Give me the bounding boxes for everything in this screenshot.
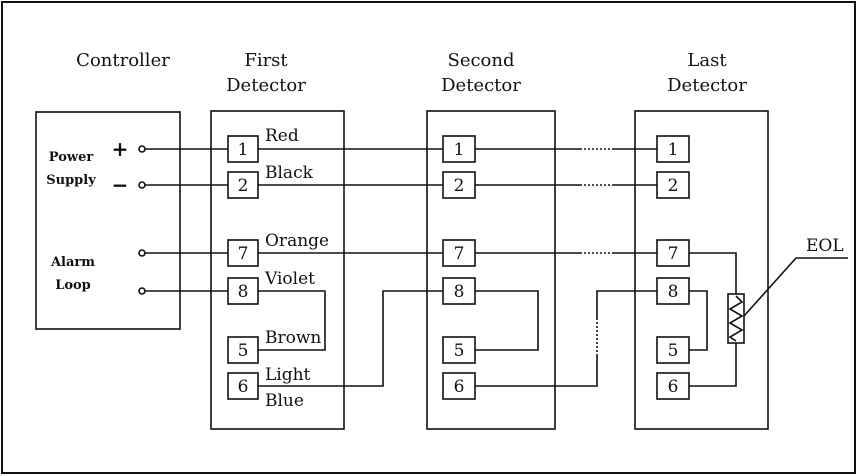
svg-text:2: 2 (668, 176, 679, 196)
alarm-orange-terminal (138, 249, 146, 257)
brown-wire-label: Brown (265, 328, 321, 348)
eol-resistor-icon (727, 293, 745, 344)
svg-text:7: 7 (238, 244, 249, 264)
svg-text:1: 1 (238, 140, 249, 160)
svg-text:1: 1 (668, 140, 679, 160)
power-minus-terminal (138, 181, 146, 189)
last-terminal-8: 8 (656, 277, 690, 305)
first-terminal-1: 1 (227, 135, 259, 163)
light-blue-wire (258, 290, 443, 387)
orange-wire-label: Orange (265, 231, 329, 251)
light-blue-label-line1: Light (265, 365, 311, 385)
power-supply-label-line2: Supply (46, 173, 96, 188)
minus-sign: − (112, 173, 129, 197)
last-terminal-5: 5 (656, 336, 690, 364)
second-terminal-6: 6 (442, 372, 476, 400)
alarm-loop-label-line1: Alarm (50, 255, 95, 270)
last-detector-box (634, 110, 769, 430)
second-detector-heading-line1: Second (447, 50, 514, 71)
loop-to-last-wire (596, 290, 657, 318)
controller-heading: Controller (76, 50, 170, 71)
first-terminal-8: 8 (227, 277, 259, 305)
svg-text:5: 5 (238, 341, 249, 361)
first-detector-heading-line1: First (244, 50, 288, 71)
svg-text:8: 8 (238, 282, 249, 302)
svg-text:6: 6 (668, 377, 679, 397)
violet-wire-label: Violet (264, 269, 315, 289)
second-terminal-2: 2 (442, 171, 476, 199)
eol-bottom-wire (689, 343, 737, 387)
svg-text:6: 6 (454, 377, 465, 397)
last-terminal-6: 6 (656, 372, 690, 400)
second-out-wire (475, 356, 598, 387)
last-detector-heading-line2: Detector (667, 75, 747, 96)
second-detector-heading-line2: Detector (441, 75, 521, 96)
red-wire-label: Red (265, 126, 299, 146)
second-terminal-5: 5 (442, 336, 476, 364)
svg-text:6: 6 (238, 377, 249, 397)
alarm-loop-label-line2: Loop (55, 278, 91, 293)
last-jumper (689, 290, 708, 351)
second-terminal-7: 7 (442, 239, 476, 267)
light-blue-label-line2: Blue (265, 391, 304, 411)
eol-label: EOL (806, 236, 844, 256)
second-jumper (475, 290, 539, 351)
power-plus-terminal (138, 145, 146, 153)
second-terminal-1: 1 (442, 135, 476, 163)
svg-text:7: 7 (668, 244, 679, 264)
last-detector-heading-line1: Last (687, 50, 727, 71)
last-terminal-2: 2 (656, 171, 690, 199)
svg-text:5: 5 (668, 341, 679, 361)
last-terminal-1: 1 (656, 135, 690, 163)
svg-text:2: 2 (238, 176, 249, 196)
svg-text:8: 8 (668, 282, 679, 302)
eol-pointer-line (743, 257, 797, 317)
eol-top-wire (689, 252, 737, 294)
svg-text:1: 1 (454, 140, 465, 160)
violet-brown-jumper (258, 290, 326, 351)
last-terminal-7: 7 (656, 239, 690, 267)
first-terminal-2: 2 (227, 171, 259, 199)
first-terminal-7: 7 (227, 239, 259, 267)
svg-text:8: 8 (454, 282, 465, 302)
first-terminal-5: 5 (227, 336, 259, 364)
black-wire-label: Black (265, 163, 314, 183)
second-terminal-8: 8 (442, 277, 476, 305)
first-detector-heading-line2: Detector (226, 75, 306, 96)
svg-text:5: 5 (454, 341, 465, 361)
plus-sign: + (112, 137, 129, 161)
power-supply-label-line1: Power (49, 150, 94, 165)
alarm-violet-terminal (138, 287, 146, 295)
first-terminal-6: 6 (227, 372, 259, 400)
svg-text:7: 7 (454, 244, 465, 264)
svg-text:2: 2 (454, 176, 465, 196)
controller-box (35, 111, 181, 330)
